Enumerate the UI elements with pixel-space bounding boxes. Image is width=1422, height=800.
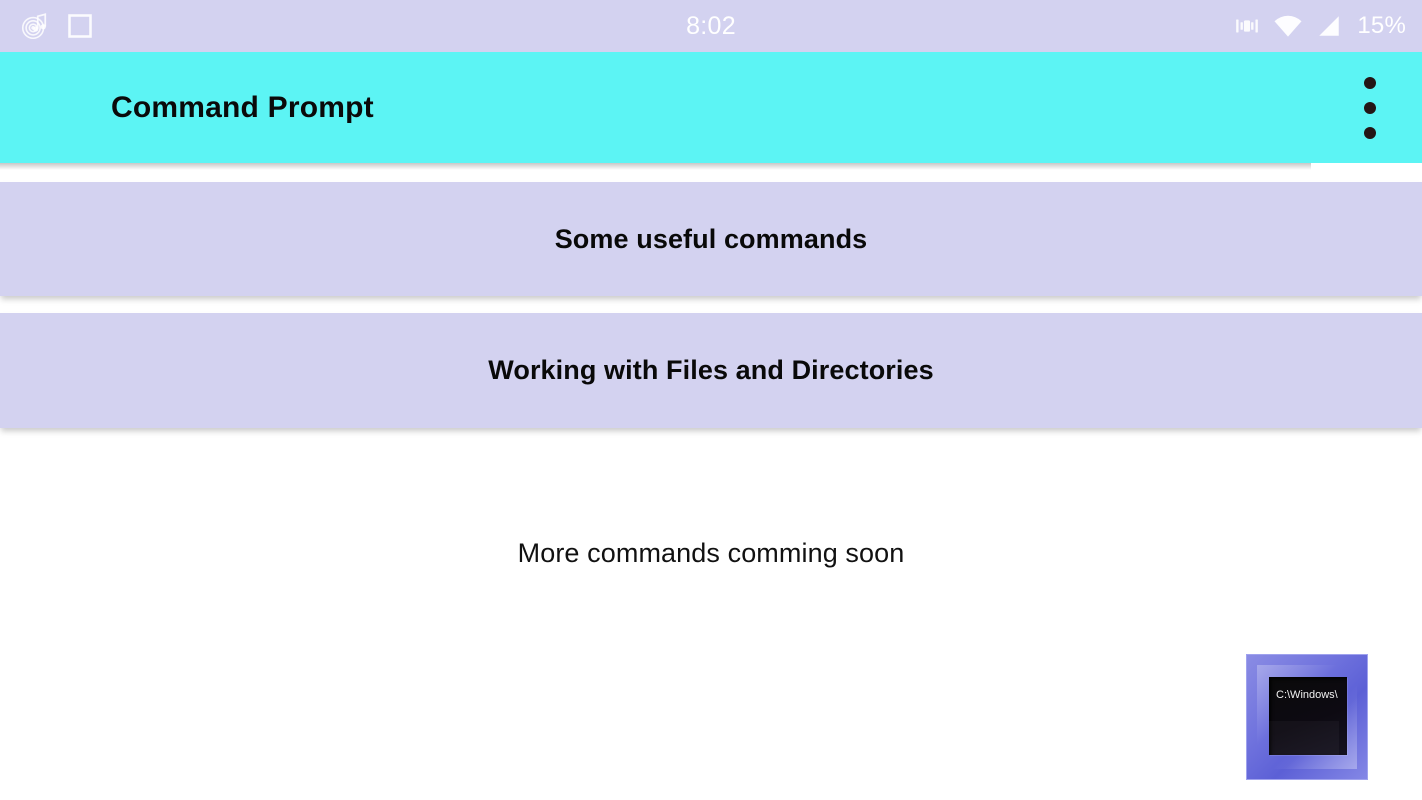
cellular-signal-icon xyxy=(1316,13,1342,39)
status-bar-left-icons xyxy=(0,11,94,41)
command-prompt-icon-path-text: C:\Windows\ xyxy=(1276,689,1338,701)
wifi-icon xyxy=(1273,13,1303,39)
overflow-dot xyxy=(1364,76,1376,89)
command-prompt-icon-screen: C:\Windows\ xyxy=(1269,677,1347,755)
battery-percent-label: 15% xyxy=(1357,12,1406,39)
app-bar: Command Prompt xyxy=(0,52,1422,170)
status-bar-clock: 8:02 xyxy=(686,11,736,40)
list-item-files-and-directories[interactable]: Working with Files and Directories xyxy=(0,313,1422,428)
status-bar: 8:02 xyxy=(0,0,1422,52)
overflow-dot xyxy=(1364,101,1376,114)
command-prompt-icon: C:\Windows\ xyxy=(1246,654,1368,780)
page-title: Command Prompt xyxy=(111,90,374,124)
app-notification-icon xyxy=(66,12,94,40)
command-prompt-icon-screen-shade xyxy=(1269,721,1339,755)
coming-soon-note: More commands comming soon xyxy=(517,538,905,568)
list-item-label: Working with Files and Directories xyxy=(488,355,934,385)
list-item-useful-commands[interactable]: Some useful commands xyxy=(0,182,1422,296)
status-bar-center: 8:02 xyxy=(0,0,1422,52)
overflow-dot xyxy=(1364,126,1376,139)
vibrate-icon xyxy=(1234,13,1260,39)
status-bar-right-icons: 15% xyxy=(1234,0,1406,52)
overflow-menu-button[interactable] xyxy=(1360,73,1380,143)
list-item-label: Some useful commands xyxy=(554,223,868,254)
music-notification-icon xyxy=(20,11,50,41)
